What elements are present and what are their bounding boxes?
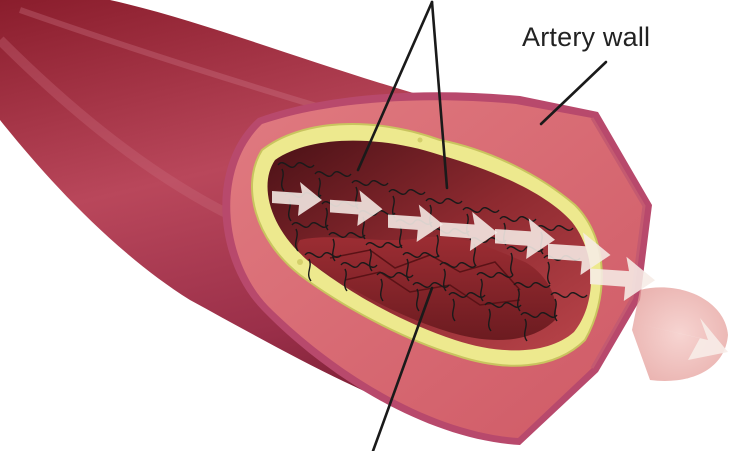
artery-wall-label: Artery wall bbox=[522, 22, 650, 53]
